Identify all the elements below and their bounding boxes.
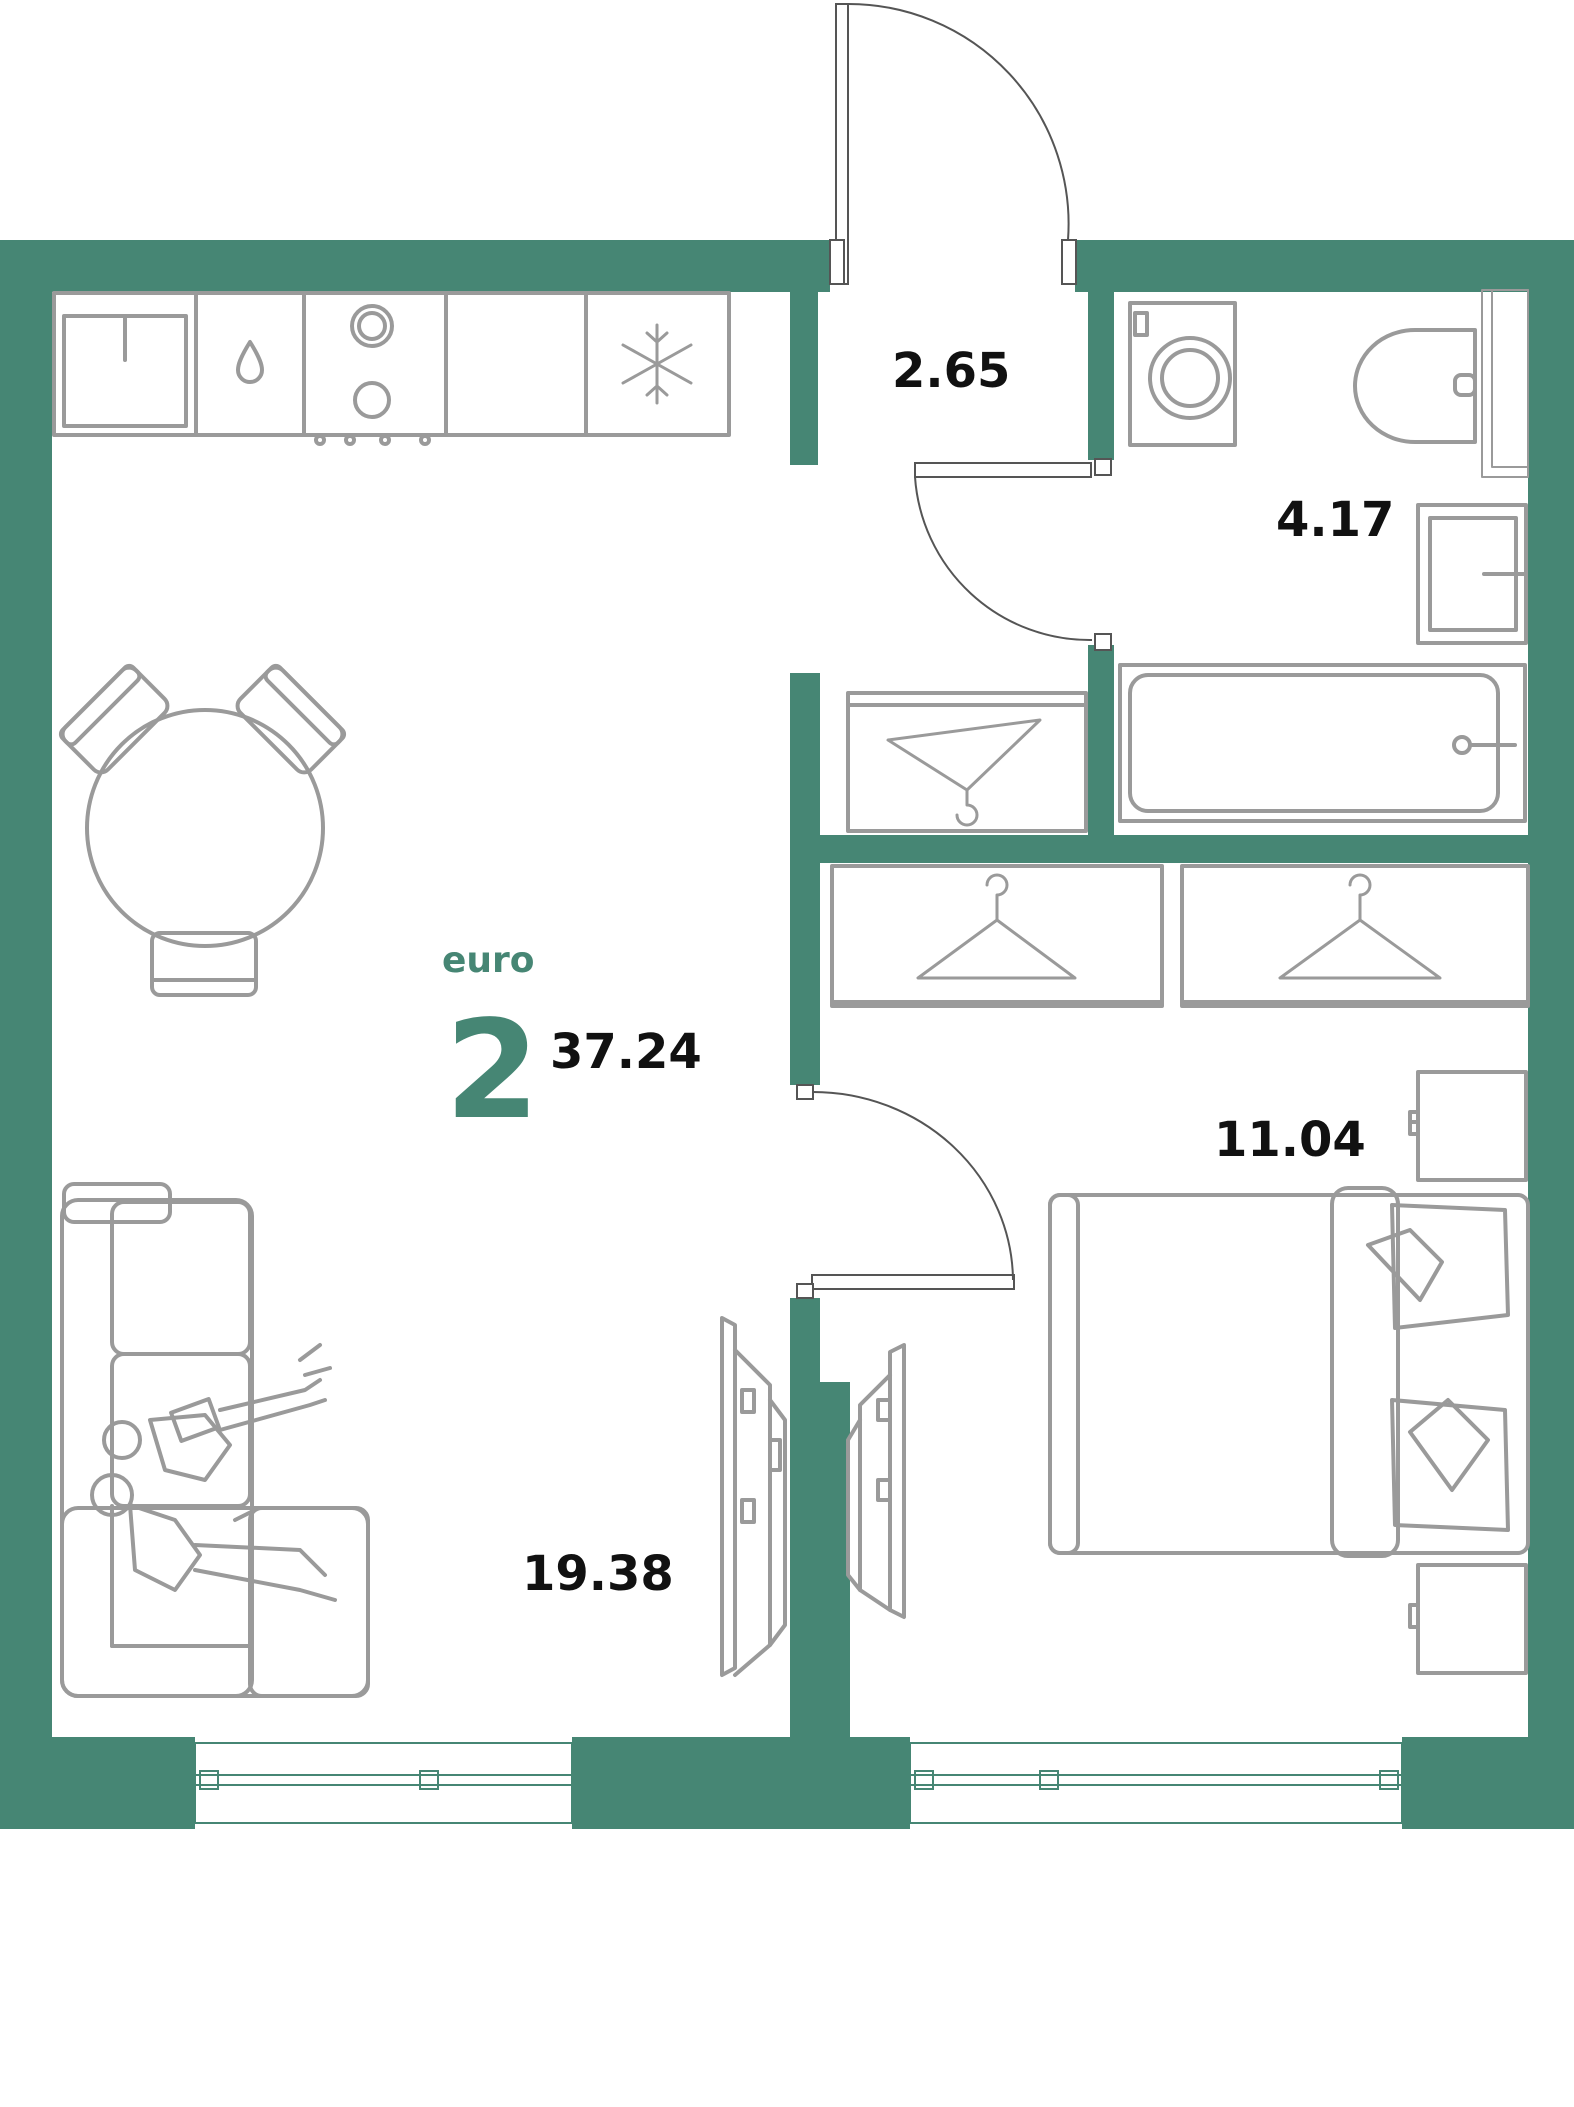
bedroom-wardrobe-1 xyxy=(830,864,1164,1008)
wall-bottom-2 xyxy=(572,1737,910,1829)
wall-left xyxy=(0,240,52,1737)
bedroom-area: 11.04 xyxy=(1214,1112,1366,1168)
bathroom-fixtures xyxy=(1118,289,1529,823)
bath-sink xyxy=(1416,503,1528,645)
bathroom-area: 4.17 xyxy=(1276,492,1394,548)
stove-icon xyxy=(314,304,431,446)
tv-living xyxy=(720,1316,787,1677)
corner-sofa xyxy=(60,1182,370,1698)
wall-bath-left-bottom xyxy=(1088,645,1114,835)
nightstand-top xyxy=(1408,1070,1528,1182)
window-bedroom xyxy=(909,1742,1403,1824)
hanger-icon xyxy=(886,718,1042,827)
rooms-count: 2 xyxy=(445,992,540,1150)
people-figures xyxy=(90,1343,337,1602)
walls xyxy=(0,240,1574,1829)
wall-top-left xyxy=(0,240,830,292)
hanger-icon xyxy=(1278,873,1442,980)
sink-icon xyxy=(62,314,188,428)
chair xyxy=(150,931,258,997)
wall-top-right xyxy=(1075,240,1574,292)
double-bed xyxy=(1048,1186,1530,1558)
dining-table xyxy=(58,663,347,997)
bathroom-door-leaf xyxy=(914,462,1092,478)
living-kitchen-area: 19.38 xyxy=(522,1546,674,1602)
tv-bedroom xyxy=(846,1343,906,1619)
bathtub-icon xyxy=(1118,663,1527,823)
total-area: 37.24 xyxy=(550,1024,702,1080)
windows xyxy=(194,1742,1403,1824)
wall-center-top xyxy=(790,673,820,1085)
wall-hall-left xyxy=(790,292,818,465)
snowflake-icon xyxy=(621,323,693,405)
nightstand-bottom xyxy=(1408,1563,1528,1675)
wall-right xyxy=(1528,240,1574,1737)
wall-bath-bottom xyxy=(790,835,1528,863)
water-drop-icon xyxy=(236,340,264,384)
hanger-icon xyxy=(916,873,1077,980)
apartment-type-label: euro xyxy=(442,940,535,981)
bedroom-wardrobe-2 xyxy=(1180,864,1530,1008)
toilet-icon xyxy=(1353,328,1477,444)
pillow xyxy=(1390,1398,1510,1532)
chair xyxy=(235,663,347,775)
chair xyxy=(58,663,170,775)
window-living xyxy=(194,1742,573,1824)
hall-area: 2.65 xyxy=(892,343,1010,399)
hall-wardrobe xyxy=(846,691,1088,833)
wall-center-pier xyxy=(820,1382,850,1737)
wall-bottom-3 xyxy=(1402,1737,1574,1829)
kitchen-counter xyxy=(52,291,731,446)
doors xyxy=(796,2,1112,1299)
bedroom-door-leaf xyxy=(811,1274,1015,1290)
round-table xyxy=(85,708,325,948)
washing-machine-icon xyxy=(1128,301,1237,447)
wall-bath-left-top xyxy=(1088,292,1114,460)
pillow xyxy=(1390,1203,1510,1330)
wall-center-bottom xyxy=(790,1298,820,1737)
wall-bottom-1 xyxy=(0,1737,195,1829)
